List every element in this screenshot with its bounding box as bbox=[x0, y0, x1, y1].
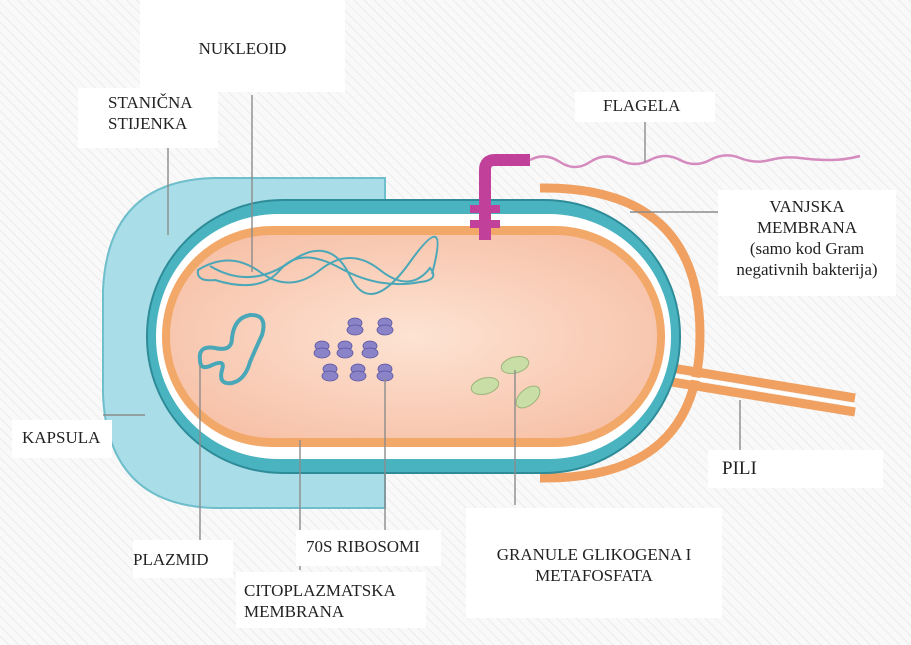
label-stanicna-stijenka: STANIČNA STIJENKA bbox=[78, 88, 218, 148]
plazmid-text: PLAZMID bbox=[133, 549, 233, 570]
label-pili: PILI bbox=[708, 450, 883, 488]
stanicna-line-2: STIJENKA bbox=[108, 113, 218, 134]
vanjska-line-2: MEMBRANA bbox=[718, 217, 896, 238]
label-kapsula: KAPSULA bbox=[12, 420, 112, 458]
label-70s-ribosomi: 70S RIBOSOMI bbox=[296, 530, 441, 566]
label-citoplazmatska-membrana: CITOPLAZMATSKA MEMBRANA bbox=[236, 572, 426, 628]
label-flagela: FLAGELA bbox=[575, 92, 715, 122]
label-granule: GRANULE GLIKOGENA I METAFOSFATA bbox=[466, 508, 722, 618]
granule-line-1: GRANULE GLIKOGENA I bbox=[466, 544, 722, 565]
citoplazmatska-line-2: MEMBRANA bbox=[244, 601, 426, 622]
cytoplasm-shape bbox=[170, 235, 657, 438]
nukleoid-text: NUKLEOID bbox=[140, 38, 345, 59]
vanjska-note-1: (samo kod Gram bbox=[718, 238, 896, 259]
kapsula-text: KAPSULA bbox=[22, 427, 112, 448]
label-vanjska-membrana: VANJSKA MEMBRANA (samo kod Gram negativn… bbox=[718, 190, 896, 296]
citoplazmatska-line-1: CITOPLAZMATSKA bbox=[244, 580, 426, 601]
ribosomi-text: 70S RIBOSOMI bbox=[306, 536, 441, 557]
granule-line-2: METAFOSFATA bbox=[466, 565, 722, 586]
flagela-text: FLAGELA bbox=[603, 95, 715, 116]
pili-shape bbox=[672, 368, 855, 412]
vanjska-line-1: VANJSKA bbox=[718, 196, 896, 217]
stanicna-line-1: STANIČNA bbox=[108, 92, 218, 113]
label-plazmid: PLAZMID bbox=[133, 540, 233, 578]
pili-text: PILI bbox=[722, 458, 883, 479]
vanjska-note-2: negativnih bakterija) bbox=[718, 259, 896, 280]
label-nukleoid: NUKLEOID bbox=[140, 0, 345, 92]
